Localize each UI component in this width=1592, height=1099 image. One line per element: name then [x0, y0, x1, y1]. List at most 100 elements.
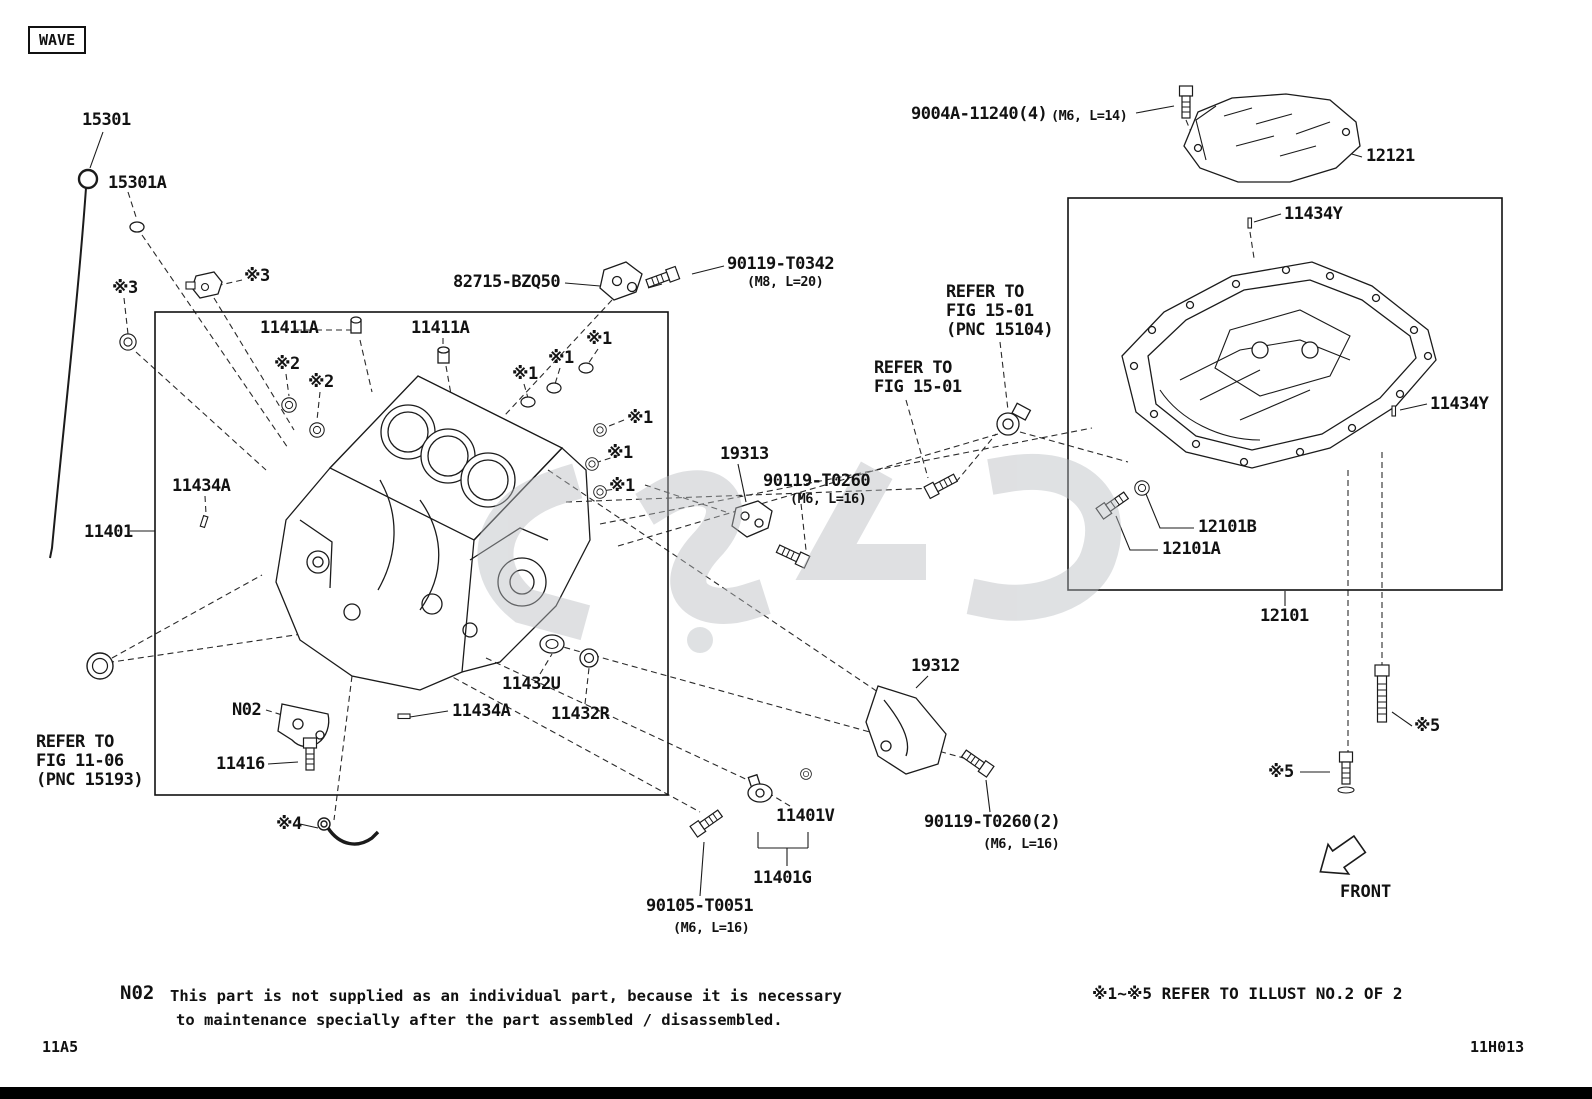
label-11434a-b: 11434A: [452, 701, 511, 721]
bottom-border-bar: [0, 1087, 1592, 1099]
oil-pan-box: [1067, 197, 1503, 591]
label-sym4: ※4: [276, 814, 302, 834]
drain-plug-gasket-drawing: [1134, 480, 1150, 496]
sensor-bracket-drawing: [599, 261, 643, 301]
dowel-pin-drawing: [199, 514, 209, 529]
small-seal-drawings: [86, 271, 607, 720]
crank-sensor-bolt-drawing: [923, 471, 960, 500]
label-11434a-a: 11434A: [172, 476, 231, 496]
label-sym1-d: ※1: [627, 408, 653, 428]
label-9004a-11240-spec: (M6, L=14): [1051, 108, 1128, 124]
knock-sensor-drawing: [185, 271, 223, 299]
page-code-left: 11A5: [42, 1038, 79, 1056]
label-sym3-a: ※3: [112, 278, 138, 298]
sensor-bolt-drawing: [689, 807, 725, 838]
construction-lines: [111, 119, 1383, 821]
label-90119-t0342-spec: (M8, L=20): [747, 274, 824, 290]
pan-bolt-short-drawing: [1338, 751, 1354, 785]
label-refer-15-01-a2: FIG 15-01: [946, 301, 1034, 321]
crank-sensor-bracket-drawing: [731, 500, 773, 538]
label-refer-15-01-a1: REFER TO: [946, 282, 1024, 302]
label-sym2-b: ※2: [308, 372, 334, 392]
label-11432r: 11432R: [551, 704, 610, 724]
oil-dipstick-drawing: [49, 168, 99, 559]
protector-bolt-drawing: [959, 747, 995, 778]
cylinder-block-drawing: [275, 316, 591, 691]
label-90119-t0260: 90119-T0260: [763, 471, 871, 491]
bracket-bolt-drawing: [644, 265, 681, 291]
n02-note-line2: to maintenance specially after the part …: [176, 1011, 783, 1029]
label-11434y-a: 11434Y: [1284, 204, 1343, 224]
label-11401g: 11401G: [753, 868, 812, 888]
label-refer-15-01-b2: FIG 15-01: [874, 377, 962, 397]
wave-badge: WAVE: [28, 26, 87, 54]
label-n02-part: N02: [232, 700, 262, 720]
under-cover-bolt-drawing: [1178, 85, 1194, 119]
label-sym1-a: ※1: [512, 364, 538, 384]
bearing-cap-bolt-drawing: [302, 737, 318, 771]
oil-sensor-drawing: [747, 773, 773, 803]
label-refer-11-06-l1: REFER TO: [36, 732, 114, 752]
label-19313: 19313: [720, 444, 769, 464]
label-12101b: 12101B: [1198, 517, 1257, 537]
flange-bolt-holes: [1129, 265, 1433, 467]
block-plug-drawing: [350, 316, 450, 364]
sensor-protector-drawing: [865, 685, 947, 775]
label-9004a-11240: 9004A-11240(4): [911, 104, 1048, 124]
dowel-pin-drawing: [397, 713, 411, 720]
label-sym1-f: ※1: [609, 476, 635, 496]
label-15301: 15301: [82, 110, 131, 130]
bearing-cap-drawing: [277, 703, 330, 748]
oil-pan-drawing: [1121, 261, 1437, 469]
label-90105-t0051: 90105-T0051: [646, 896, 754, 916]
under-cover-drawing: [1183, 93, 1361, 183]
label-82715-bzq50: 82715-BZQ50: [453, 272, 561, 292]
label-11416: 11416: [216, 754, 265, 774]
label-90119-t0342: 90119-T0342: [727, 254, 835, 274]
symbol-reference-note: ※1~※5 REFER TO ILLUST NO.2 OF 2: [1092, 984, 1403, 1003]
label-15301a: 15301A: [108, 173, 167, 193]
label-12101a: 12101A: [1162, 539, 1221, 559]
label-refer-15-01-b1: REFER TO: [874, 358, 952, 378]
page-code-right: 11H013: [1470, 1038, 1525, 1056]
label-11434y-b: 11434Y: [1430, 394, 1489, 414]
label-sym5-a: ※5: [1414, 716, 1440, 736]
label-11411a-b: 11411A: [411, 318, 470, 338]
watermark-dot: [687, 627, 713, 653]
pan-pin-drawing: [1391, 405, 1397, 417]
label-sym1-c: ※1: [586, 329, 612, 349]
label-sym5-b: ※5: [1268, 762, 1294, 782]
label-refer-11-06-l2: FIG 11-06: [36, 751, 124, 771]
label-sym1-b: ※1: [548, 348, 574, 368]
label-90119-t0260-2: 90119-T0260(2): [924, 812, 1061, 832]
label-sym1-e: ※1: [607, 443, 633, 463]
label-19312: 19312: [911, 656, 960, 676]
pan-pin-drawing: [1247, 217, 1253, 229]
n02-note-line1: This part is not supplied as an individu…: [170, 987, 842, 1005]
dipstick-gasket-drawing: [129, 221, 145, 233]
label-refer-15-01-a3: (PNC 15104): [946, 320, 1054, 340]
label-11401v: 11401V: [776, 806, 835, 826]
leader-lines: [89, 105, 1428, 897]
label-11432u: 11432U: [502, 674, 561, 694]
label-11401: 11401: [84, 522, 133, 542]
label-90119-t0260-2-spec: (M6, L=16): [983, 836, 1060, 852]
n02-note-code: N02: [120, 982, 155, 1004]
sensor-oring-drawing: [800, 768, 812, 780]
label-refer-11-06-l3: (PNC 15193): [36, 770, 144, 790]
front-label: FRONT: [1340, 882, 1392, 902]
oil-nozzle-drawing: [317, 817, 380, 846]
cylinder-block-box: [154, 311, 669, 796]
watermark: [477, 453, 1121, 641]
front-arrow: [1319, 834, 1367, 875]
label-12121: 12121: [1366, 146, 1415, 166]
label-90119-t0260-spec: (M6, L=16): [790, 491, 867, 507]
crank-position-sensor-drawing: [996, 402, 1032, 436]
label-90105-t0051-spec: (M6, L=16): [673, 920, 750, 936]
label-sym2-a: ※2: [274, 354, 300, 374]
label-sym3-b: ※3: [244, 266, 270, 286]
detail-boxes: [154, 197, 1503, 796]
label-11411a-a: 11411A: [260, 318, 319, 338]
